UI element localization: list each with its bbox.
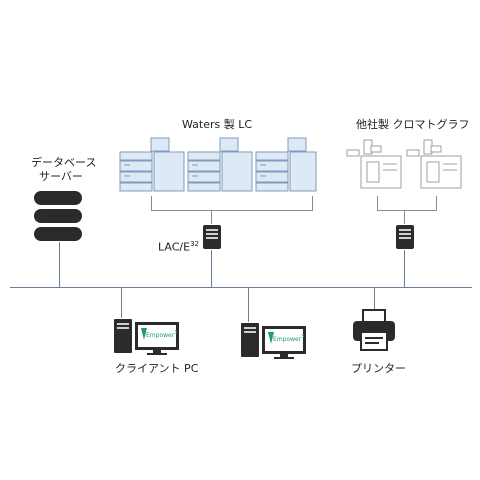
client-pc-2-network-link (248, 288, 249, 322)
waters-lc-label: Waters 製 LC (182, 118, 253, 131)
other-chromatograph-bracket-stem (404, 210, 405, 224)
printer-icon (353, 309, 395, 351)
database-server-label-line1: データベース (31, 156, 97, 169)
network-backbone (10, 287, 472, 288)
waters-lc-systems-icon (119, 137, 317, 192)
client-pc-empower-logo: Empower3 (146, 329, 177, 340)
lace-box-icon (203, 225, 221, 249)
client-pc-2-empower-logo: Empower3 (273, 333, 304, 344)
waters-lc-bracket (151, 196, 313, 211)
database-icon (34, 191, 82, 241)
waters-lc-bracket-stem (211, 210, 212, 224)
other-chromatographs-icon (346, 139, 462, 189)
client-pc-network-link (121, 288, 122, 318)
client-pc-icon (114, 319, 179, 355)
other-chromatograph-bracket (377, 196, 437, 211)
lace-label-superscript: 32 (190, 240, 199, 248)
database-server-label-line2: サーバー (39, 170, 83, 183)
client-pc-label: クライアント PC (115, 362, 199, 375)
database-network-link (59, 242, 60, 287)
client-pc-2-icon (241, 323, 306, 359)
empower-brand-text-2: Empower (273, 336, 302, 343)
empower-brand-text: Empower (146, 332, 175, 339)
printer-label: プリンター (351, 362, 406, 375)
lace-label-text: LAC/E (158, 240, 191, 254)
lace-network-link (211, 250, 212, 287)
other-chromatograph-label: 他社製 クロマトグラフ (356, 118, 470, 131)
printer-network-link (374, 288, 375, 310)
empower-version-text: 3 (174, 330, 178, 336)
other-lace-box-icon (396, 225, 414, 249)
other-lace-network-link (404, 250, 405, 287)
empower-version-text-2: 3 (301, 334, 305, 340)
lace-label: LAC/E32 (158, 237, 199, 255)
